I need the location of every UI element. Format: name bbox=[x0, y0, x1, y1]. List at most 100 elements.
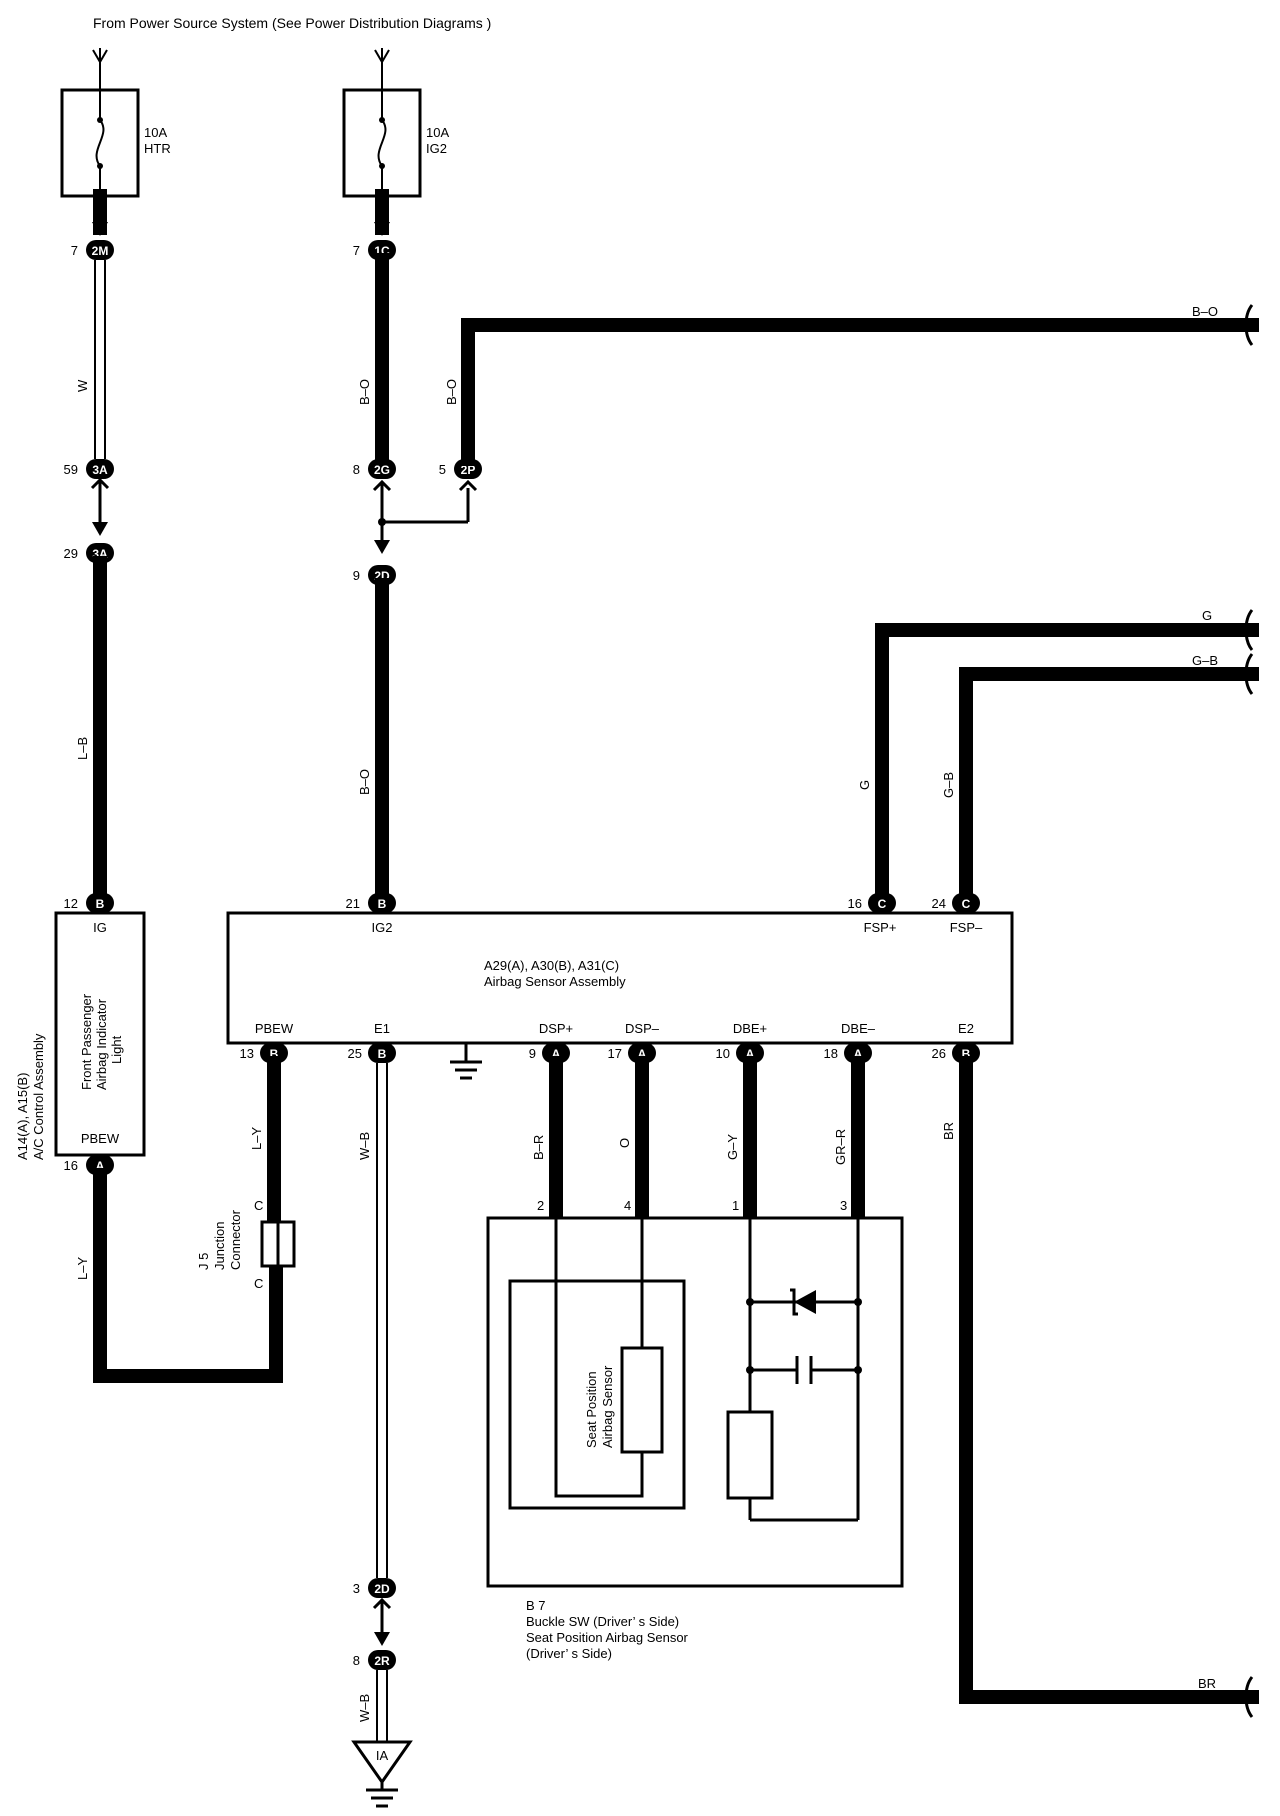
svg-text:E2: E2 bbox=[958, 1021, 974, 1036]
indicator-pbew-label: PBEW bbox=[81, 1131, 120, 1146]
svg-text:PBEW: PBEW bbox=[255, 1021, 294, 1036]
svg-text:DSP+: DSP+ bbox=[539, 1021, 573, 1036]
svg-text:5: 5 bbox=[439, 462, 446, 477]
svg-text:2M: 2M bbox=[92, 244, 109, 258]
wire-label-br-out: BR bbox=[1198, 1676, 1216, 1691]
wire-label-w: W bbox=[75, 379, 90, 392]
wire-label-bo-2: B–O bbox=[357, 769, 372, 795]
wire-label-gb-out: G–B bbox=[1192, 653, 1218, 668]
ground-ia bbox=[351, 1740, 413, 1785]
airbag-sensor-assembly: A29(A), A30(B), A31(C) Airbag Sensor Ass… bbox=[226, 893, 1014, 1080]
svg-text:13: 13 bbox=[240, 1046, 254, 1061]
fuse-htr-amps: 10A bbox=[144, 125, 167, 140]
airbag-sensor-box bbox=[226, 911, 1014, 1045]
wire-label-br-e2: BR bbox=[941, 1122, 956, 1140]
svg-text:8: 8 bbox=[353, 1653, 360, 1668]
svg-text:29: 29 bbox=[64, 546, 78, 561]
sensor-line2: Airbag Sensor bbox=[600, 1365, 615, 1448]
connector-2r bbox=[368, 1650, 396, 1670]
svg-text:FSP–: FSP– bbox=[950, 920, 983, 935]
svg-text:2D: 2D bbox=[374, 1582, 390, 1596]
svg-text:DBE–: DBE– bbox=[841, 1021, 876, 1036]
junction-ref: J 5 bbox=[196, 1253, 211, 1270]
zener-diode bbox=[794, 1290, 816, 1314]
wire-label-g-out: G bbox=[1202, 608, 1212, 623]
svg-text:1: 1 bbox=[732, 1198, 739, 1213]
svg-text:26: 26 bbox=[932, 1046, 946, 1061]
htr-feed-arrow bbox=[92, 49, 108, 64]
svg-text:C: C bbox=[878, 897, 887, 911]
fuse-htr-name: HTR bbox=[144, 141, 171, 156]
buckle-name-line3: (Driver’ s Side) bbox=[526, 1646, 612, 1661]
wire-label-g: G bbox=[857, 780, 872, 790]
svg-text:18: 18 bbox=[824, 1046, 838, 1061]
fuse-ig2-name: IG2 bbox=[426, 141, 447, 156]
svg-text:4: 4 bbox=[624, 1198, 631, 1213]
wire-label-wb-2: W–B bbox=[357, 1694, 372, 1722]
connector-as-fsp-minus bbox=[952, 893, 980, 913]
svg-text:21: 21 bbox=[346, 896, 360, 911]
junction-pin-bottom: C bbox=[254, 1276, 263, 1291]
connector-2m bbox=[86, 240, 114, 260]
indicator-ig-label: IG bbox=[93, 920, 107, 935]
svg-text:59: 59 bbox=[64, 462, 78, 477]
wire-label-bo-3: B–O bbox=[444, 379, 459, 405]
svg-text:9: 9 bbox=[353, 568, 360, 583]
svg-text:25: 25 bbox=[348, 1046, 362, 1061]
svg-text:10: 10 bbox=[716, 1046, 730, 1061]
svg-text:DBE+: DBE+ bbox=[733, 1021, 767, 1036]
connector-2d-bottom bbox=[368, 1578, 396, 1598]
svg-text:A: A bbox=[96, 1159, 105, 1173]
buckle-name-line1: Buckle SW (Driver’ s Side) bbox=[526, 1614, 679, 1629]
wire-label-ly-2: L–Y bbox=[249, 1127, 264, 1150]
junction-pin-top: C bbox=[254, 1198, 263, 1213]
buckle-resistor bbox=[726, 1410, 774, 1500]
indicator-body-line2: Airbag Indicator bbox=[94, 998, 109, 1090]
connector-as-fsp-plus bbox=[868, 893, 896, 913]
svg-text:3: 3 bbox=[353, 1581, 360, 1596]
svg-text:C: C bbox=[962, 897, 971, 911]
svg-text:A: A bbox=[854, 1047, 863, 1061]
airbag-sensor-name: Airbag Sensor Assembly bbox=[484, 974, 626, 989]
fsp-branch: G G G–B G–B bbox=[857, 608, 1259, 900]
svg-text:IG2: IG2 bbox=[372, 920, 393, 935]
svg-text:B: B bbox=[378, 1047, 387, 1061]
ig2-branch: 10A IG2 1C 7 B–O 2G 8 2D 9 B–O 2P 5 B–O … bbox=[342, 48, 1259, 900]
svg-text:B: B bbox=[270, 1047, 279, 1061]
e2-branch: BR BR bbox=[941, 1056, 1259, 1718]
wire-label-ly-1: L–Y bbox=[75, 1257, 90, 1280]
connector-as-ig2 bbox=[368, 893, 396, 913]
svg-text:FSP+: FSP+ bbox=[864, 920, 897, 935]
sensor-line1: Seat Position bbox=[584, 1371, 599, 1448]
svg-text:DSP–: DSP– bbox=[625, 1021, 660, 1036]
seat-position-sensor-box bbox=[508, 1279, 686, 1510]
wire-label-bo-out: B–O bbox=[1192, 304, 1218, 319]
svg-text:B: B bbox=[96, 897, 105, 911]
svg-text:A: A bbox=[552, 1047, 561, 1061]
svg-text:A: A bbox=[746, 1047, 755, 1061]
svg-text:16: 16 bbox=[848, 896, 862, 911]
svg-text:16: 16 bbox=[64, 1158, 78, 1173]
connector-3a-top bbox=[86, 459, 114, 479]
svg-text:24: 24 bbox=[932, 896, 946, 911]
svg-text:B: B bbox=[378, 897, 387, 911]
svg-text:12: 12 bbox=[64, 896, 78, 911]
svg-text:3: 3 bbox=[840, 1198, 847, 1213]
e1-ground-branch: W–B 2D 3 2R 8 W–B IA bbox=[351, 1063, 413, 1808]
svg-text:B: B bbox=[962, 1047, 971, 1061]
svg-text:3A: 3A bbox=[92, 463, 108, 477]
svg-text:2G: 2G bbox=[374, 463, 390, 477]
svg-text:17: 17 bbox=[608, 1046, 622, 1061]
fuse-ig2-amps: 10A bbox=[426, 125, 449, 140]
junction-connector-j5: L–Y C C J 5 Junction Connector bbox=[196, 1056, 296, 1291]
junction-name-line2: Connector bbox=[228, 1209, 243, 1270]
buckle-switch-b7: B–R O G–Y GR–R 2 4 1 3 Seat Position Air… bbox=[486, 1056, 904, 1661]
htr-branch: 10A HTR 2M 7 W 3A 59 3A 29 L–B bbox=[60, 48, 171, 900]
wire-label-lb: L–B bbox=[75, 737, 90, 760]
ground-code: IA bbox=[376, 1748, 389, 1763]
connector-ind-ig bbox=[86, 893, 114, 913]
seat-position-resistor bbox=[620, 1346, 664, 1454]
indicator-light: B 12 IG PBEW Front Passenger Airbag Indi… bbox=[15, 893, 283, 1383]
wire-label-grr: GR–R bbox=[833, 1129, 848, 1165]
